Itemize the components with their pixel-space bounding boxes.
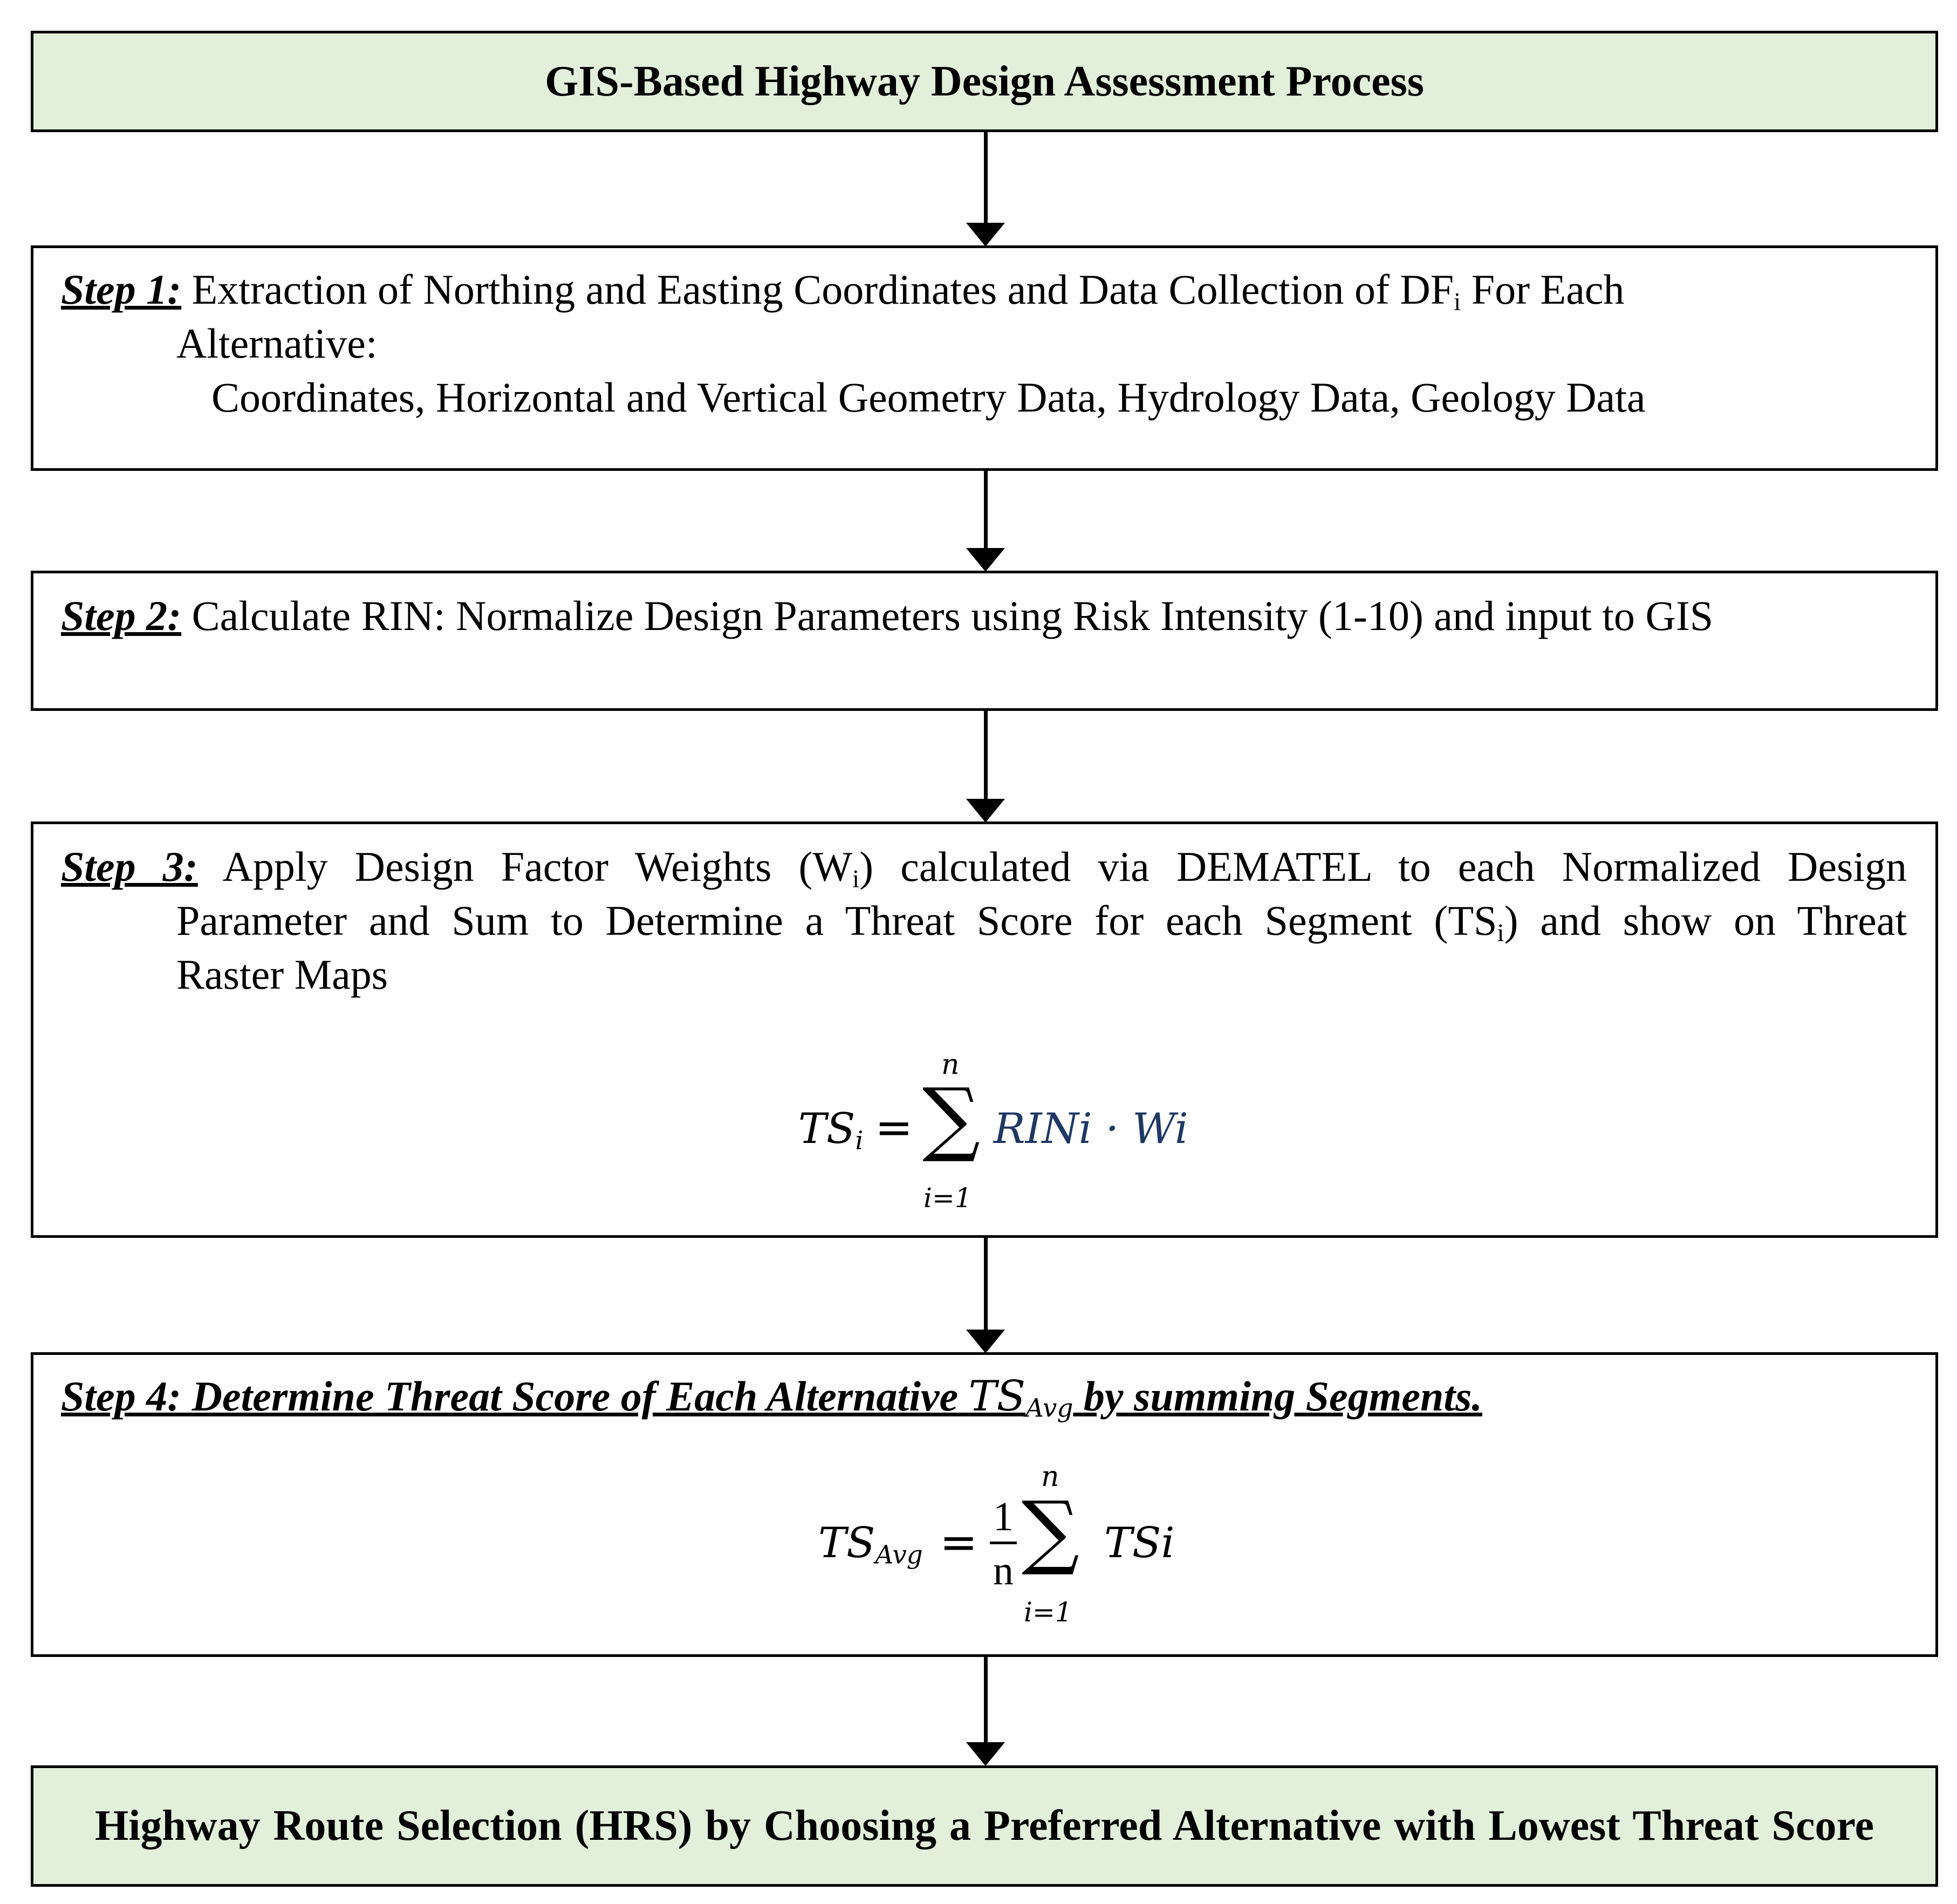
formula1-sigma-icon: ∑ <box>922 1071 981 1165</box>
result-text: Highway Route Selection (HRS) by Choosin… <box>94 1802 1874 1850</box>
arrow-1 <box>984 132 988 224</box>
average-threat-formula: TSAvg = 1 n n ∑ i=1 TSi <box>33 1355 1935 1654</box>
step1-label: Step 1: <box>61 266 182 313</box>
step4-label: Step 4: Determine Threat Score of Each A… <box>61 1373 959 1420</box>
arrow-4-head <box>966 1330 1005 1353</box>
step1-line1-end: For Each <box>1471 266 1625 313</box>
step3-line2-sub: i <box>1497 919 1504 947</box>
title-box: GIS-Based Highway Design Assessment Proc… <box>31 31 1938 132</box>
step3-line2: Parameter and Sum to Determine a Threat … <box>176 897 1907 946</box>
step3-line1-sub: i <box>852 865 860 893</box>
arrow-2 <box>984 471 988 549</box>
step2-label: Step 2: <box>61 592 182 639</box>
step4-label-math: TSAvg <box>968 1372 1073 1423</box>
step3-line1: Step 3: Apply Design Factor Weights (Wi)… <box>61 843 1907 892</box>
step2-text: Calculate RIN: Normalize Design Paramete… <box>191 592 1714 639</box>
step3-line1a: Apply Design Factor Weights (W <box>222 843 853 890</box>
threat-score-formula: TSi = n ∑ i=1 RINi · Wi <box>33 824 1935 1235</box>
step2-line: Step 2: Calculate RIN: Normalize Design … <box>61 595 1713 637</box>
step1-box: Step 1: Extraction of Northing and Easti… <box>31 245 1938 471</box>
formula1-lhs: TSi <box>798 1105 864 1156</box>
step1-line1-text: Extraction of Northing and Easting Coord… <box>191 266 1454 313</box>
formula2-lower: i=1 <box>1024 1597 1072 1628</box>
formula1-lower: i=1 <box>923 1182 972 1214</box>
formula2-upper: n <box>1041 1461 1059 1493</box>
arrow-5-head <box>966 1742 1005 1766</box>
formula2-sigma-icon: ∑ <box>1022 1484 1080 1578</box>
formula2-fraction-bar <box>990 1542 1017 1544</box>
arrow-4 <box>984 1238 988 1331</box>
step3-line2b: ) and show on Threat <box>1504 897 1907 944</box>
step1-line1-sub: i <box>1454 287 1461 316</box>
step3-line2a: Parameter and Sum to Determine a Threat … <box>176 897 1497 944</box>
arrow-3 <box>984 711 988 800</box>
step3-line1b: ) calculated via DEMATEL to each Normali… <box>859 843 1907 890</box>
formula2-numerator: 1 <box>993 1494 1014 1539</box>
step1-line3: Coordinates, Horizontal and Vertical Geo… <box>211 374 1646 421</box>
arrow-1-head <box>966 223 1005 246</box>
formula1-equals: = <box>875 1101 913 1154</box>
step1-line2: Alternative: <box>176 320 378 367</box>
step3-line3: Raster Maps <box>176 951 388 998</box>
formula2-lhs: TSAvg <box>818 1519 923 1570</box>
step4-box: Step 4: Determine Threat Score of Each A… <box>31 1352 1938 1657</box>
formula1-rhs: RINi · Wi <box>994 1105 1188 1153</box>
step3-box: Step 3: Apply Design Factor Weights (Wi)… <box>31 821 1938 1238</box>
step2-box: Step 2: Calculate RIN: Normalize Design … <box>31 571 1938 711</box>
step3-label: Step 3: <box>61 843 198 890</box>
result-box: Highway Route Selection (HRS) by Choosin… <box>31 1765 1938 1887</box>
step4-line: Step 4: Determine Threat Score of Each A… <box>61 1373 1482 1422</box>
formula2-rhs: TSi <box>1104 1519 1175 1567</box>
formula2-equals: = <box>940 1516 978 1569</box>
diagram-title: GIS-Based Highway Design Assessment Proc… <box>545 57 1424 105</box>
arrow-5 <box>984 1657 988 1743</box>
arrow-2-head <box>966 548 1005 572</box>
step1-line1: Step 1: Extraction of Northing and Easti… <box>61 266 1625 315</box>
formula2-denominator: n <box>993 1548 1014 1593</box>
formula1-upper: n <box>941 1049 960 1081</box>
arrow-3-head <box>966 799 1005 823</box>
step4-label-end: by summing Segments. <box>1083 1373 1482 1420</box>
